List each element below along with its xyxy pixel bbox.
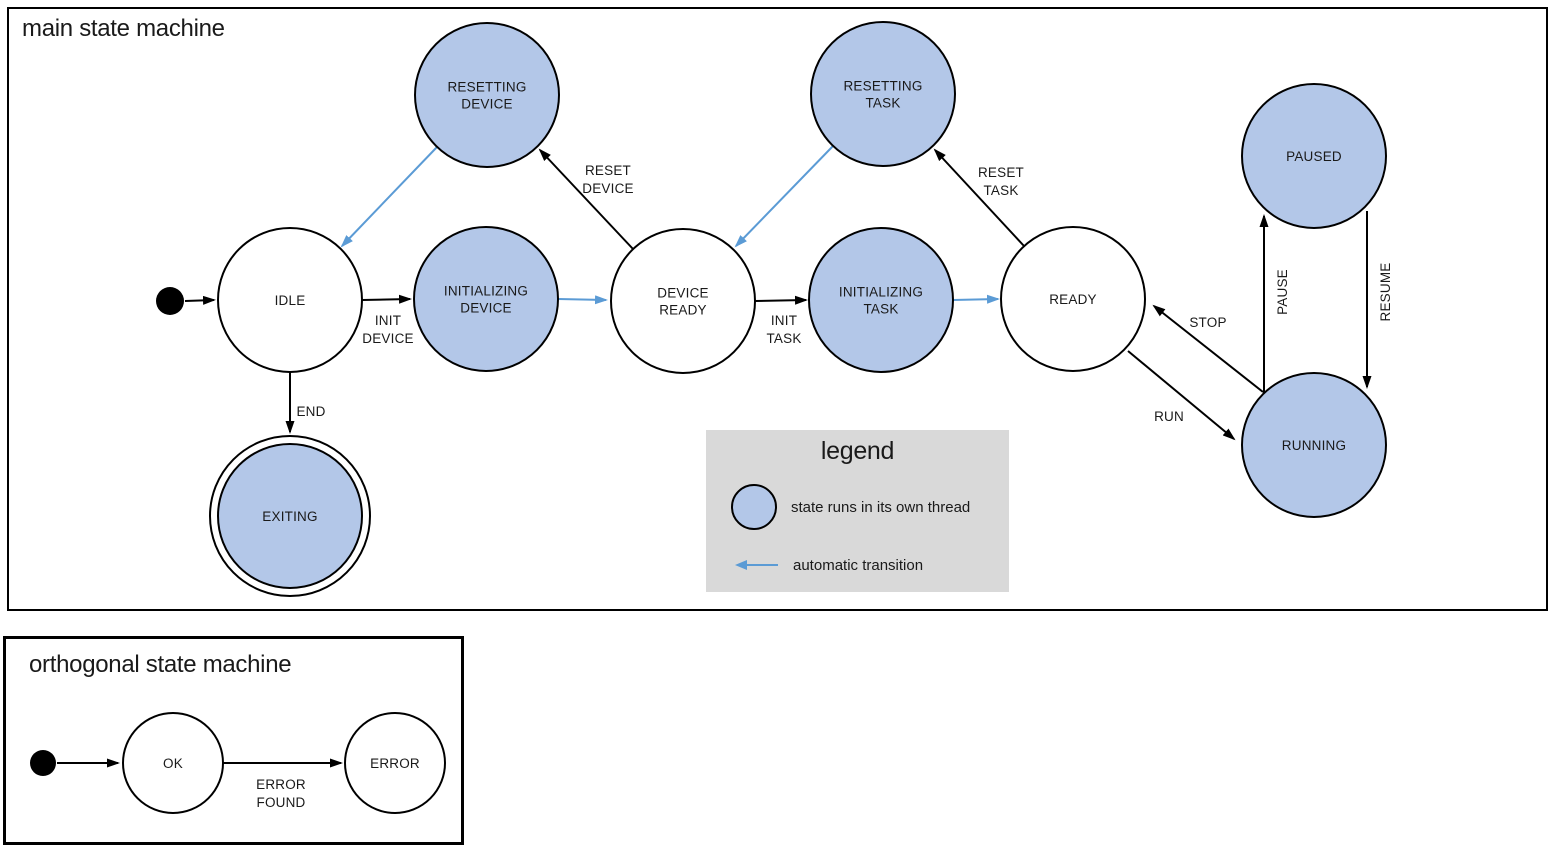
initial-state-dot <box>156 287 184 315</box>
transition-init-device <box>361 294 412 304</box>
state-resetting-device <box>414 22 560 168</box>
state-initializing-task <box>808 227 954 373</box>
transition-auto-initializing-task-to-ready <box>952 294 1000 304</box>
transition-start-to-idle <box>184 295 216 305</box>
state-label-exiting: EXITING <box>262 509 317 524</box>
state-paused <box>1241 83 1387 229</box>
legend-item-label: state runs in its own thread <box>791 499 971 516</box>
orthogonal-state-machine-title: orthogonal state machine <box>29 651 292 678</box>
main-state-machine-title: main state machine <box>22 15 225 42</box>
state-label-running: RUNNING <box>1282 438 1346 453</box>
state-label-ready: READY <box>1049 292 1097 307</box>
state-exiting <box>217 443 363 589</box>
state-ready <box>1000 226 1146 372</box>
state-resetting-task <box>810 21 956 167</box>
transition-reset-task <box>933 148 1025 247</box>
transition-auto-resetting-device-to-idle <box>340 146 438 248</box>
state-ok <box>122 712 224 814</box>
state-label-paused: PAUSED <box>1286 149 1342 164</box>
automatic-transition-icon <box>735 560 778 570</box>
transition-label-resume: RESUME <box>1378 263 1393 322</box>
state-device-ready <box>610 228 756 374</box>
legend-item-label: automatic transition <box>793 557 924 574</box>
state-error <box>344 712 446 814</box>
initial-state-dot <box>30 750 56 776</box>
state-initializing-device <box>413 226 559 372</box>
transition-label-end: END <box>296 404 325 419</box>
transition-reset-device <box>538 148 634 250</box>
state-label-ok: OK <box>163 756 183 771</box>
state-label-idle: IDLE <box>275 293 306 308</box>
threaded-state-icon <box>731 484 777 530</box>
state-idle <box>217 227 363 373</box>
transition-label-pause: PAUSE <box>1275 269 1290 315</box>
transition-init-task <box>754 295 808 305</box>
transition-label-run: RUN <box>1154 409 1184 424</box>
transition-auto-initializing-device-to-device-ready <box>557 295 608 305</box>
legend-panel: legend state runs in its own thread auto… <box>706 430 1009 592</box>
transition-stop <box>1152 304 1264 393</box>
transition-label-stop: STOP <box>1189 315 1226 330</box>
transition-run <box>1127 350 1236 441</box>
state-label-error: ERROR <box>370 756 420 771</box>
transition-auto-resetting-task-to-device-ready <box>734 145 834 248</box>
legend-title: legend <box>820 437 895 465</box>
state-running <box>1241 372 1387 518</box>
